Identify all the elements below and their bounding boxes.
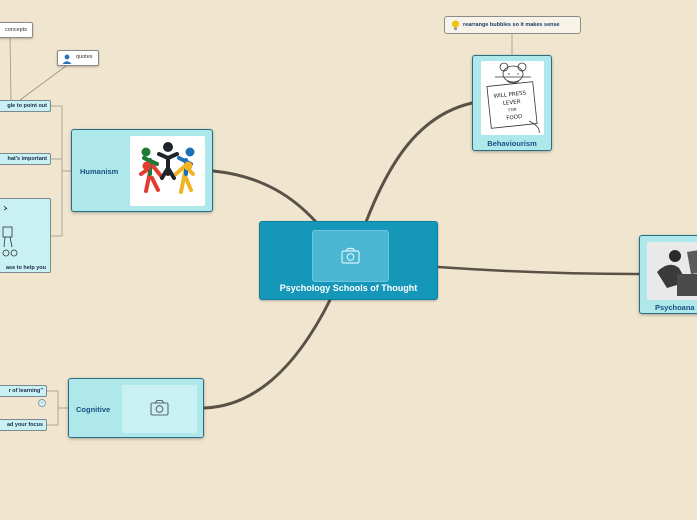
topic-humanism[interactable]: Humanism — [71, 129, 213, 212]
rat-sign-line-1: WILL PRESS — [493, 90, 526, 99]
rat-sign-image: WILL PRESS LEVER FOR FOOD — [481, 61, 544, 135]
subtopic-important[interactable]: hat's important — [0, 153, 51, 165]
note-quotes[interactable]: quotes — [57, 50, 99, 66]
tip-note-label: rearrange bubbles so it makes sense — [463, 22, 560, 28]
subtopic-help-you[interactable]: ase to help you — [0, 198, 51, 273]
topic-cognitive-label: Cognitive — [76, 405, 111, 414]
person-icon — [62, 54, 72, 64]
topic-cognitive[interactable]: Cognitive — [68, 378, 204, 438]
topic-behaviourism[interactable]: WILL PRESS LEVER FOR FOOD Behaviourism — [472, 55, 552, 151]
topic-humanism-label: Humanism — [80, 167, 119, 176]
camera-icon — [341, 247, 360, 264]
note-concepts-label: concepts — [5, 27, 28, 33]
cognitive-image-placeholder — [122, 385, 197, 433]
link-humanism — [211, 169, 318, 224]
central-image-placeholder — [312, 230, 389, 282]
rat-sign-line-2: LEVER — [503, 99, 521, 107]
tip-note[interactable]: rearrange bubbles so it makes sense — [444, 16, 581, 34]
topic-psychoanalysis-label: Psychoana — [655, 303, 695, 312]
topic-behaviourism-label: Behaviourism — [487, 139, 537, 148]
topic-psychoanalysis[interactable]: Psychoana — [639, 235, 697, 314]
note-concepts[interactable]: concepts — [0, 22, 33, 38]
people-circle-image — [130, 136, 205, 206]
link-behaviourism — [364, 101, 474, 224]
central-topic[interactable]: Psychology Schools of Thought — [259, 221, 438, 300]
subtopic-focus[interactable]: ad your focus — [0, 419, 47, 431]
central-title: Psychology Schools of Thought — [279, 283, 418, 293]
subtopic-learning[interactable]: r of learning" — [0, 385, 47, 397]
note-quotes-label: quotes — [76, 54, 93, 60]
rat-sign-line-3: FOR — [508, 107, 517, 113]
lightbulb-icon — [451, 20, 460, 30]
subtopic-point-out[interactable]: gle to point out — [0, 100, 51, 112]
link-psychoanalysis — [436, 265, 641, 276]
collapse-toggle[interactable]: - — [38, 399, 46, 407]
subtopic-help-you-label: ase to help you — [5, 265, 46, 271]
robot-sketch-image — [2, 205, 18, 257]
camera-icon — [150, 399, 169, 416]
link-cognitive — [202, 298, 332, 410]
couch-photo-image — [647, 242, 697, 300]
rat-sign-line-4: FOOD — [506, 114, 523, 122]
